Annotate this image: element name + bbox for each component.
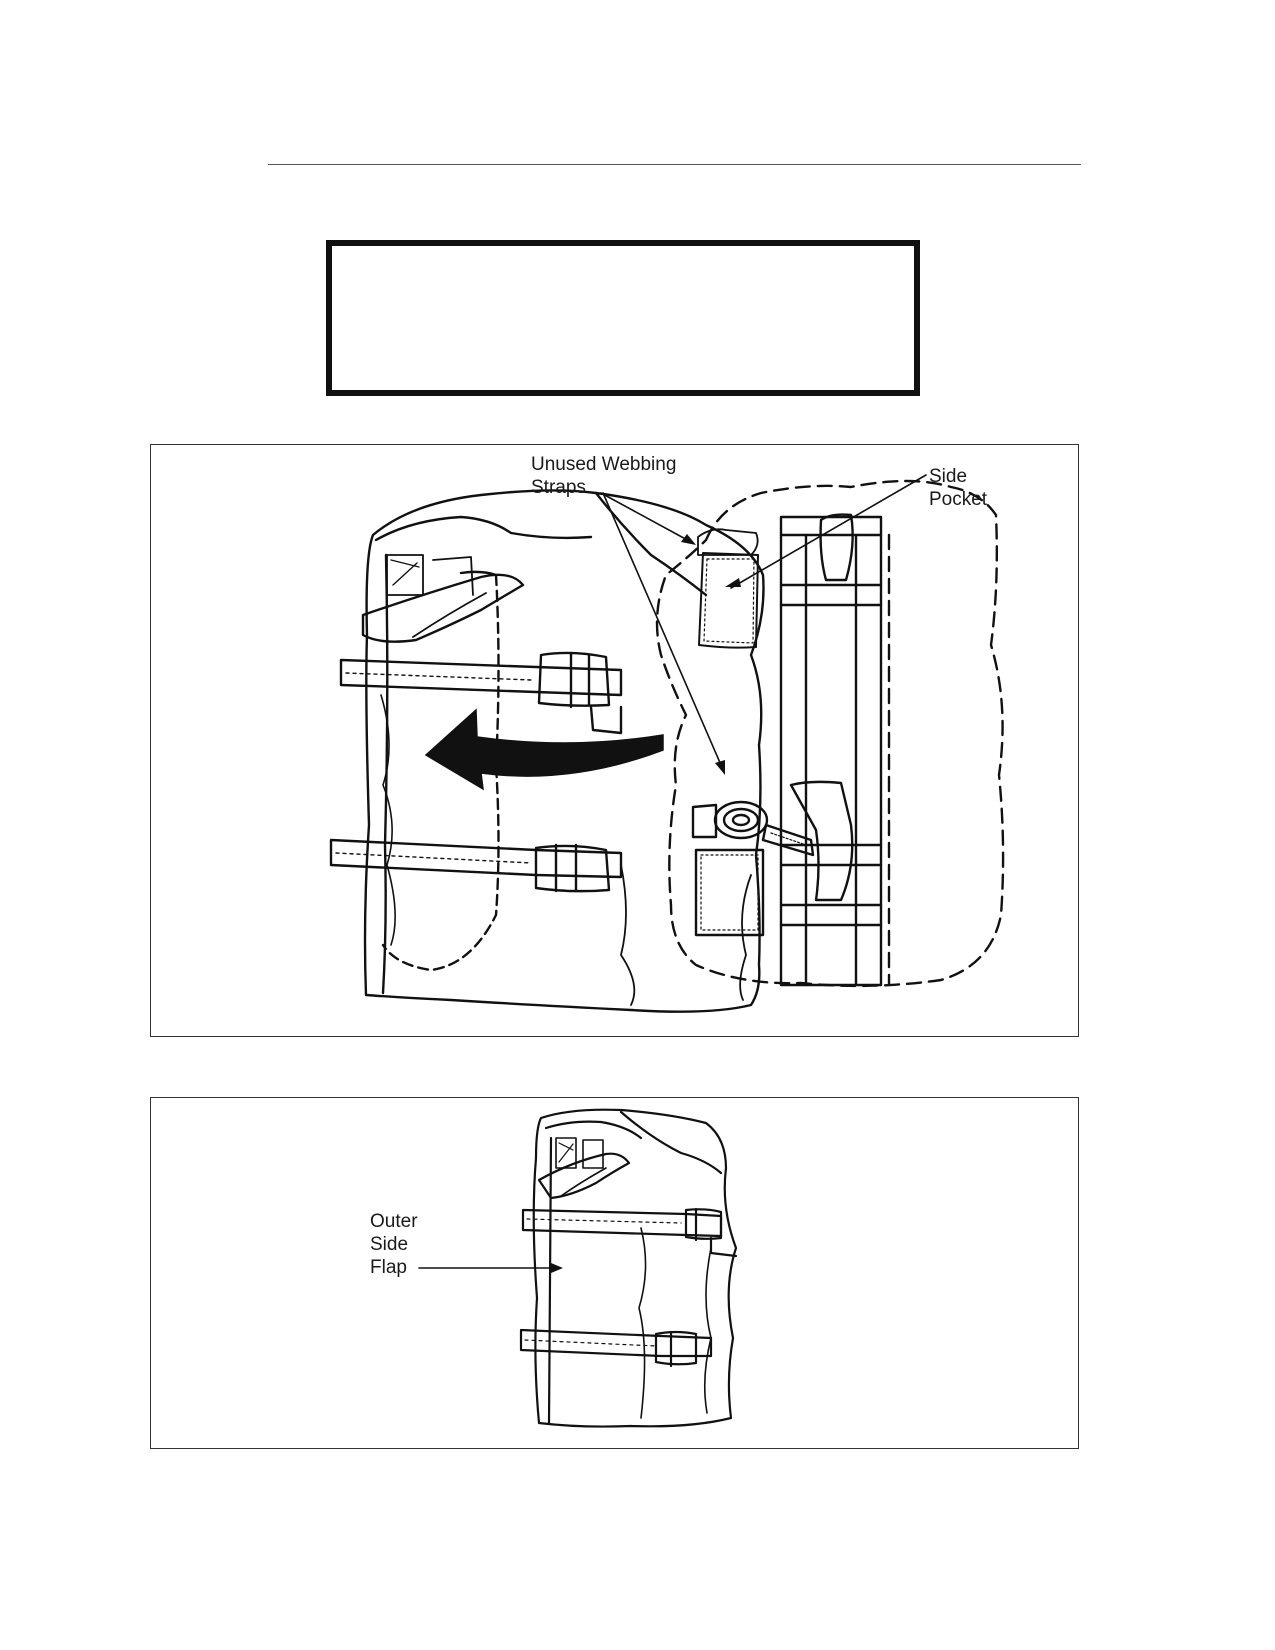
figure-panel-outer-side-flap: Outer Side Flap [150, 1097, 1079, 1449]
illustration-bag-side-pocket [329, 474, 1005, 1013]
label-side-pocket: Side Pocket [929, 466, 988, 510]
figure-panel-unused-straps: Unused Webbing Straps Side Pocket [150, 444, 1079, 1037]
empty-note-box [326, 240, 920, 396]
label-outer-side-flap: Outer Side Flap [370, 1211, 418, 1278]
fold-direction-arrow [424, 708, 664, 791]
illustration-bag-outer-flap [418, 1108, 738, 1428]
header-rule [268, 164, 1081, 165]
label-unused-webbing-straps: Unused Webbing Straps [531, 454, 677, 498]
